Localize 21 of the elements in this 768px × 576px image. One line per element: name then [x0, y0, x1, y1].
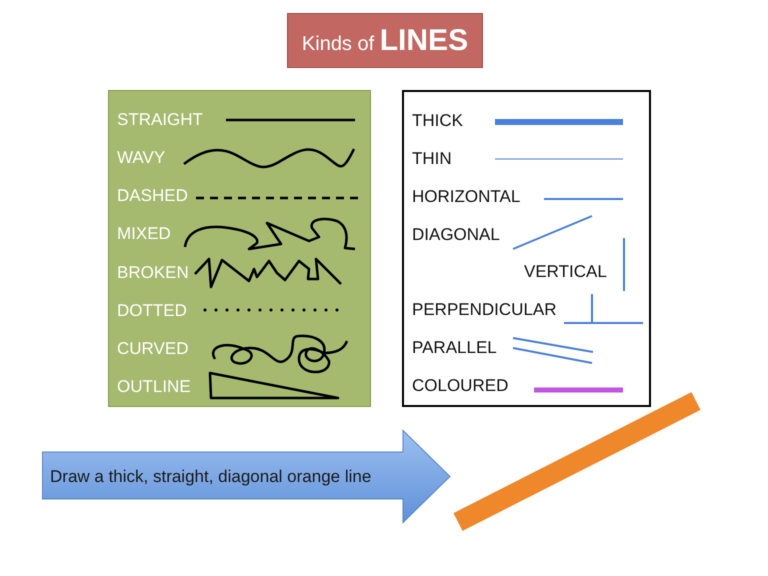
line-types-panel [402, 90, 651, 407]
line-type-label: DOTTED [117, 300, 187, 321]
title-box [287, 13, 483, 68]
line-type-label: COLOURED [412, 376, 508, 396]
line-type-label: BROKEN [117, 262, 189, 283]
line-type-label: THIN [412, 148, 452, 169]
line-type-label: STRAIGHT [117, 110, 203, 130]
line-type-label: THICK [412, 110, 463, 131]
line-type-label: PERPENDICULAR [412, 300, 557, 320]
line-type-label: DIAGONAL [412, 224, 500, 245]
line-type-label: HORIZONTAL [412, 186, 520, 207]
line-type-label: PARALLEL [412, 338, 497, 358]
title-text: Kinds of LINES [302, 24, 468, 58]
line-type-label: OUTLINE [117, 376, 191, 397]
line-type-label: WAVY [117, 148, 166, 168]
line-types-panel [108, 90, 371, 407]
line-type-label: VERTICAL [524, 262, 607, 282]
line-type-label: CURVED [117, 338, 188, 359]
instruction-text: Draw a thick, straight, diagonal orange line [50, 466, 372, 486]
line-type-label: DASHED [117, 186, 188, 206]
line-type-label: MIXED [117, 224, 171, 244]
